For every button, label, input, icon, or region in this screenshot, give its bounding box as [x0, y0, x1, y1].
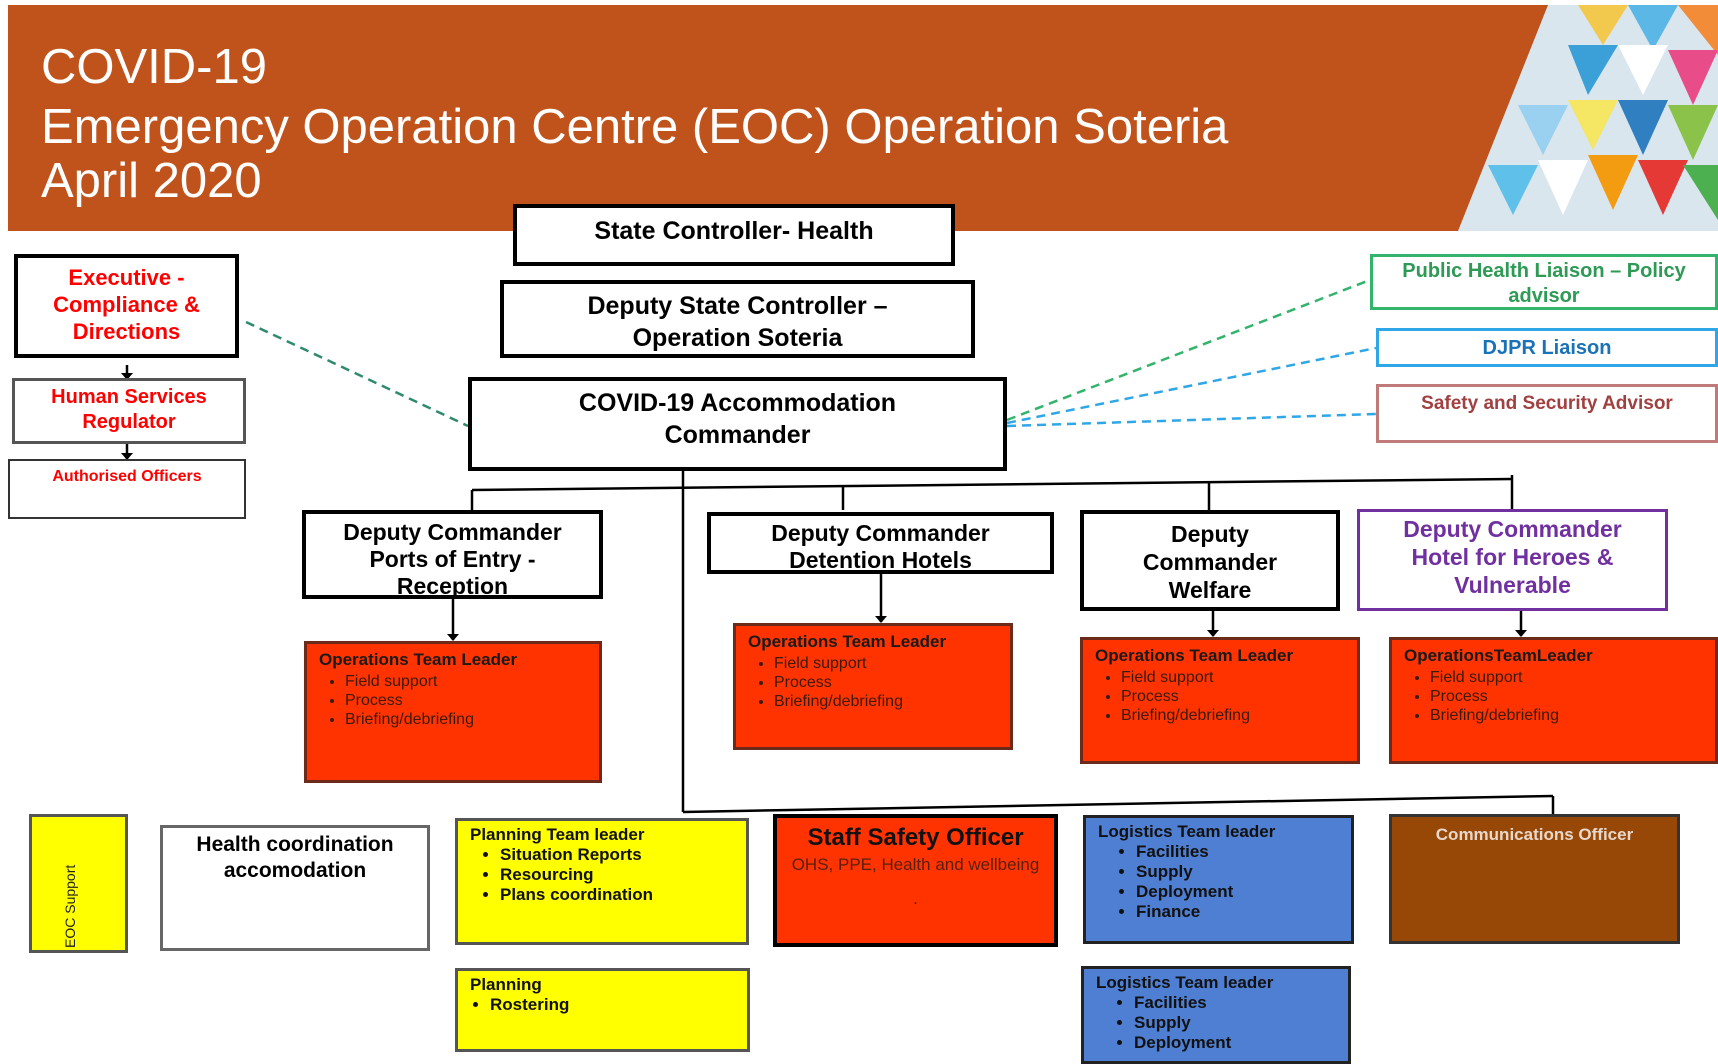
planning-label: Planning — [470, 975, 542, 994]
logistics-team-leader-label: Logistics Team leader — [1098, 822, 1276, 841]
accommodation-commander-line-1: COVID-19 Accommodation — [578, 389, 897, 417]
deputy-detention-hotels-box: Deputy Commander Detention Hotels — [707, 512, 1054, 574]
health-coordination-label: Health coordination accomodation — [196, 833, 394, 882]
planning-team-leader-label: Planning Team leader — [470, 825, 645, 844]
ops-item: Field support — [1430, 668, 1703, 687]
logistics-team-leader-box-2: Logistics Team leader Facilities Supply … — [1081, 966, 1351, 1064]
logistics-item: Finance — [1136, 902, 1339, 922]
ops-item: Process — [345, 691, 587, 710]
ops-team-detention: Operations Team Leader Field support Pro… — [733, 623, 1013, 750]
logistics-team-leader-label-2: Logistics Team leader — [1096, 973, 1274, 992]
state-controller-label: State Controller- Health — [594, 217, 874, 245]
planning-box: Planning Rostering — [455, 968, 750, 1052]
planning-item: Situation Reports — [500, 845, 734, 865]
deputy-state-controller-box: Deputy State Controller – Operation Sote… — [500, 280, 975, 358]
staff-safety-officer-box: Staff Safety Officer OHS, PPE, Health an… — [773, 814, 1058, 947]
safety-security-advisor-box: Safety and Security Advisor — [1376, 384, 1718, 443]
public-health-liaison-box: Public Health Liaison – Policy advisor — [1370, 254, 1718, 310]
human-services-regulator-box: Human Services Regulator — [12, 378, 246, 444]
ops-team-leader-label: Operations Team Leader — [1095, 646, 1294, 665]
eoc-support-label: EOC Support — [62, 864, 78, 948]
logistics-item: Deployment — [1134, 1033, 1336, 1053]
logistics-item: Supply — [1134, 1013, 1336, 1033]
accommodation-commander-box: COVID-19 Accommodation Commander — [468, 377, 1007, 471]
title-banner: COVID-19 Emergency Operation Centre (EOC… — [8, 5, 1718, 231]
executive-compliance-label: Executive - Compliance & Directions — [53, 265, 200, 344]
planning-item: Resourcing — [500, 865, 734, 885]
deputy-ports-of-entry-label: Deputy Commander Ports of Entry - Recept… — [343, 519, 562, 599]
title-line-2: Emergency Operation Centre (EOC) Operati… — [41, 100, 1229, 154]
deputy-welfare-label: Deputy Commander Welfare — [1142, 521, 1278, 603]
communications-officer-label: Communications Officer — [1435, 825, 1634, 844]
planning-item: Plans coordination — [500, 885, 734, 905]
accommodation-commander-line-2: Commander — [664, 421, 811, 449]
decorative-mosaic — [1458, 5, 1718, 231]
health-coordination-box: Health coordination accomodation — [160, 825, 430, 951]
human-services-regulator-label: Human Services Regulator — [51, 386, 207, 433]
deputy-welfare-box: Deputy Commander Welfare — [1080, 510, 1340, 611]
ops-item: Briefing/debriefing — [1430, 706, 1703, 725]
ops-item: Process — [1121, 687, 1345, 706]
djpr-liaison-box: DJPR Liaison — [1376, 328, 1718, 367]
planning-item: Rostering — [490, 995, 735, 1015]
logistics-item: Supply — [1136, 862, 1339, 882]
ops-item: Briefing/debriefing — [774, 692, 998, 711]
ops-item: Field support — [774, 654, 998, 673]
logistics-item: Deployment — [1136, 882, 1339, 902]
title-line-3: April 2020 — [41, 154, 262, 208]
authorised-officers-box: Authorised Officers — [8, 459, 246, 519]
title-line-1: COVID-19 — [41, 40, 268, 94]
ops-team-heroes: OperationsTeamLeader Field support Proce… — [1389, 637, 1718, 764]
deputy-ports-of-entry-box: Deputy Commander Ports of Entry - Recept… — [302, 510, 603, 599]
authorised-officers-label: Authorised Officers — [52, 468, 202, 485]
ops-team-leader-label: Operations Team Leader — [319, 650, 518, 669]
communications-officer-box: Communications Officer — [1389, 814, 1680, 944]
logistics-item: Facilities — [1134, 993, 1336, 1013]
eoc-support-box: EOC Support — [29, 814, 128, 953]
planning-team-leader-box: Planning Team leader Situation Reports R… — [455, 818, 749, 945]
public-health-liaison-label: Public Health Liaison – Policy advisor — [1402, 260, 1686, 307]
logistics-item: Facilities — [1136, 842, 1339, 862]
deputy-hotel-for-heroes-label: Deputy Commander Hotel for Heroes & Vuln… — [1403, 516, 1622, 598]
ops-item: Process — [1430, 687, 1703, 706]
ops-team-ports: Operations Team Leader Field support Pro… — [304, 641, 602, 783]
deputy-hotel-for-heroes-box: Deputy Commander Hotel for Heroes & Vuln… — [1357, 509, 1668, 611]
ops-team-leader-label: Operations Team Leader — [748, 632, 947, 651]
staff-safety-officer-dot: . — [913, 889, 918, 908]
ops-item: Field support — [345, 672, 587, 691]
safety-security-advisor-label: Safety and Security Advisor — [1421, 393, 1673, 414]
logistics-team-leader-box: Logistics Team leader Facilities Supply … — [1083, 815, 1354, 944]
ops-team-welfare: Operations Team Leader Field support Pro… — [1080, 637, 1360, 764]
ops-item: Briefing/debriefing — [345, 710, 587, 729]
staff-safety-officer-label: Staff Safety Officer — [807, 824, 1024, 851]
state-controller-box: State Controller- Health — [513, 204, 955, 266]
deputy-state-controller-line-2: Operation Soteria — [632, 324, 843, 352]
ops-item: Process — [774, 673, 998, 692]
ops-item: Briefing/debriefing — [1121, 706, 1345, 725]
ops-item: Field support — [1121, 668, 1345, 687]
deputy-state-controller-line-1: Deputy State Controller – — [587, 292, 888, 320]
deputy-detention-hotels-label: Deputy Commander Detention Hotels — [771, 520, 990, 573]
executive-compliance-box: Executive - Compliance & Directions — [14, 254, 239, 358]
djpr-liaison-label: DJPR Liaison — [1482, 337, 1612, 359]
staff-safety-officer-subtitle: OHS, PPE, Health and wellbeing — [791, 855, 1040, 874]
ops-team-leader-label: OperationsTeamLeader — [1404, 646, 1593, 665]
